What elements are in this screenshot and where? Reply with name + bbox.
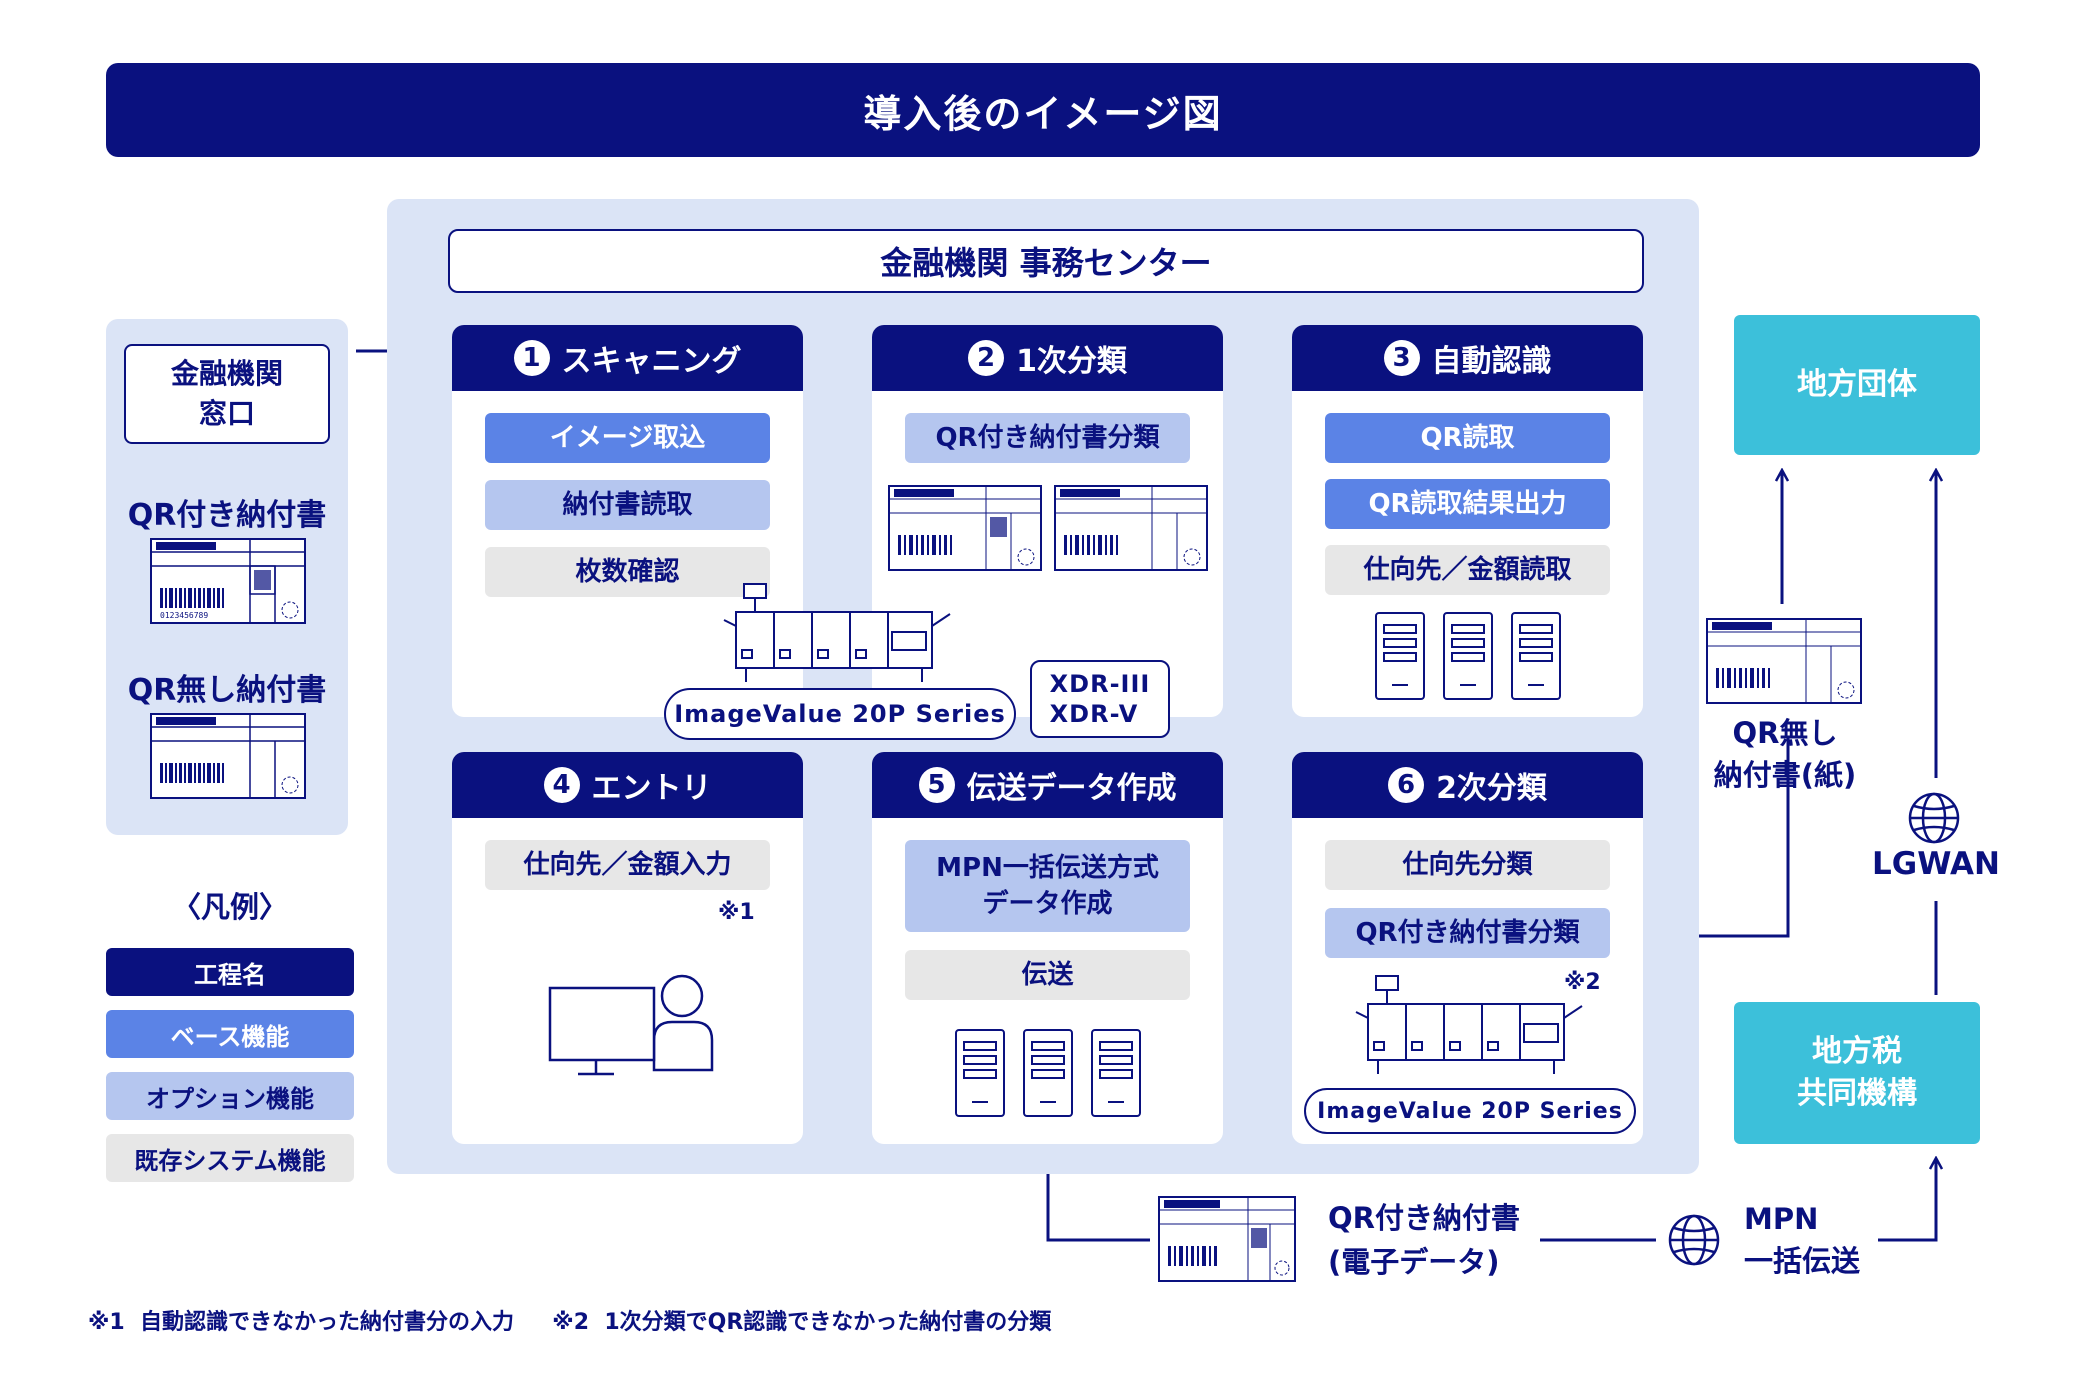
document-icons [888, 485, 1208, 571]
step-card-entry: 4 エントリ 仕向先／金額入力 ※1 [452, 752, 803, 1144]
line-step5-to-edoc [1046, 1150, 1150, 1242]
operator-icon [548, 974, 714, 1076]
function-pill: QR読取結果出力 [1325, 479, 1610, 529]
function-pill: 仕向先／金額読取 [1325, 545, 1610, 595]
globe-icon [1908, 792, 1960, 844]
scanner-label: ImageValue 20P Series [664, 688, 1016, 740]
function-pill: QR読取 [1325, 413, 1610, 463]
qr-doc-label: QR付き納付書 [127, 498, 327, 533]
local-government-box: 地方団体 [1734, 315, 1980, 455]
step-title: エントリ [591, 771, 712, 806]
function-pill: 仕向先／金額入力 [485, 840, 770, 890]
scanner-icon [1355, 975, 1583, 1074]
legend-item-option: オプション機能 [106, 1072, 354, 1120]
page-title: 導入後のイメージ図 [106, 63, 1980, 157]
function-pill: QR付き納付書分類 [1325, 908, 1610, 958]
step-title: 自動認識 [1431, 344, 1552, 379]
step-number: 5 [918, 767, 955, 803]
function-pill: 伝送 [905, 950, 1190, 1000]
mpn-label: MPN 一括伝送 [1744, 1202, 1861, 1278]
function-pill: 仕向先分類 [1325, 840, 1610, 890]
step-title: スキャニング [561, 344, 742, 379]
function-pill: QR付き納付書分類 [905, 413, 1190, 463]
step-card-auto-recognition: 3 自動認識 QR読取 QR読取結果出力 仕向先／金額読取 [1292, 325, 1643, 717]
barcode-number: 0123456789 [160, 611, 208, 620]
scanner-label: ImageValue 20P Series [1304, 1088, 1636, 1134]
server-icons [1375, 612, 1561, 700]
scanner-icon [723, 583, 951, 682]
footnote-ref: ※1 [718, 900, 755, 925]
xdr-label: XDR-III XDR-V [1030, 660, 1170, 738]
step-card-primary-sort: 2 1次分類 QR付き納付書分類 [872, 325, 1223, 717]
footnote-ref: ※2 [1564, 970, 1601, 995]
bank-window-box: 金融機関 窓口 [124, 344, 330, 444]
qr-doc-icon: 0123456789 [150, 538, 306, 628]
step-header: 2 1次分類 [872, 325, 1223, 391]
step-title: 2次分類 [1436, 771, 1547, 806]
noqr-doc-label: QR無し納付書 [127, 673, 327, 708]
processing-center-title: 金融機関 事務センター [448, 229, 1644, 293]
noqr-paper-doc-icon [1706, 618, 1862, 704]
qr-electronic-doc-icon [1158, 1196, 1296, 1282]
noqr-doc-icon [150, 713, 306, 803]
function-pill: MPN一括伝送方式 データ作成 [905, 840, 1190, 932]
lgwan-label: LGWAN [1872, 846, 2000, 882]
step-card-secondary-sort: 6 2次分類 仕向先分類 QR付き納付書分類 ※2 ImageValue 20P… [1292, 752, 1643, 1144]
noqr-paper-label: QR無し 納付書(紙) [1713, 716, 1857, 792]
legend-item-existing: 既存システム機能 [106, 1134, 354, 1182]
step-title: 1次分類 [1016, 344, 1127, 379]
legend-item-process: 工程名 [106, 948, 354, 996]
function-pill: イメージ取込 [485, 413, 770, 463]
tax-organization-box: 地方税 共同機構 [1734, 1002, 1980, 1144]
step-header: 3 自動認識 [1292, 325, 1643, 391]
legend-item-base: ベース機能 [106, 1010, 354, 1058]
step-card-transmission-data: 5 伝送データ作成 MPN一括伝送方式 データ作成 伝送 [872, 752, 1223, 1144]
step-number: 4 [543, 767, 580, 803]
function-pill: 納付書読取 [485, 480, 770, 530]
step-number: 6 [1388, 767, 1425, 803]
step-header: 6 2次分類 [1292, 752, 1643, 818]
qr-electronic-label: QR付き納付書 (電子データ) [1328, 1201, 1520, 1279]
server-icons [955, 1029, 1141, 1117]
step-number: 3 [1383, 340, 1420, 376]
function-pill: 枚数確認 [485, 547, 770, 597]
legend-title: 〈凡例〉 [171, 890, 288, 924]
step-header: 1 スキャニング [452, 325, 803, 391]
step-title: 伝送データ作成 [966, 771, 1177, 806]
step-header: 4 エントリ [452, 752, 803, 818]
arrow-mpn-to-tax [1878, 1158, 1936, 1242]
step-number: 2 [968, 340, 1005, 376]
step-header: 5 伝送データ作成 [872, 752, 1223, 818]
globe-icon [1668, 1214, 1720, 1266]
step-number: 1 [513, 340, 550, 376]
footnote: ※1 自動認識できなかった納付書分の入力 ※2 1次分類でQR認識できなかった納… [88, 1310, 1052, 1335]
